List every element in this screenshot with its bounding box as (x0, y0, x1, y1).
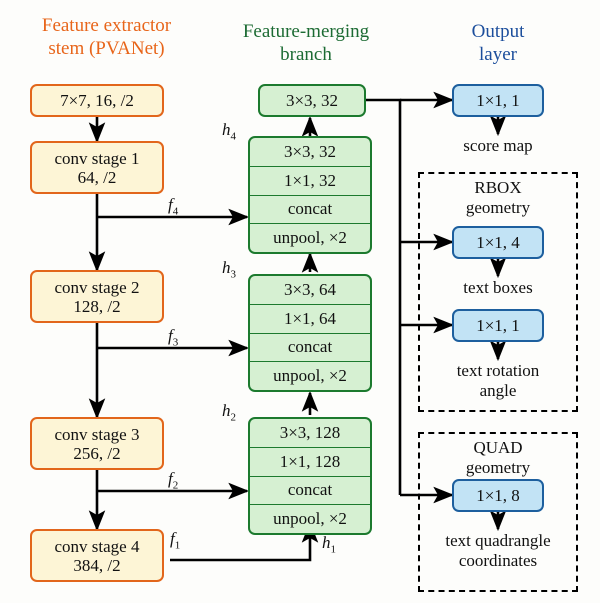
merge-label-h2-base: h (222, 401, 231, 420)
output-text-quadrangle-caption-line1: text quadrangle (445, 531, 551, 550)
merge-label-h2: h2 (222, 401, 236, 423)
conv-stage-1-line1: conv stage 1 (54, 148, 140, 168)
merge-label-h2-sub: 2 (230, 411, 237, 424)
conv-stage-4-line2: 384, /2 (73, 555, 121, 575)
feature-label-f2: f2 (168, 469, 178, 491)
column-title-output: Output layer (418, 20, 578, 66)
output-text-boxes-box: 1×1, 4 (452, 226, 544, 259)
feature-label-f1-sub: 1 (174, 539, 181, 552)
stem-conv7x7-label: 7×7, 16, /2 (60, 91, 134, 110)
output-text-rotation-label: 1×1, 1 (476, 315, 520, 335)
conv-stage-2-box: conv stage 2 128, /2 (30, 270, 164, 323)
output-score-map-box: 1×1, 1 (452, 84, 544, 117)
rbox-geometry-title-line2: geometry (465, 198, 531, 217)
conv-stage-3-line1: conv stage 3 (54, 424, 140, 444)
rbox-geometry-group (418, 172, 578, 412)
merge-label-h4-base: h (222, 120, 231, 139)
merge-h3-row-conv3x3: 3×3, 64 (250, 276, 370, 305)
merge-final-conv-box: 3×3, 32 (258, 84, 366, 117)
merge-h2-row-unpool: unpool, ×2 (273, 509, 347, 529)
conv-stage-1-box: conv stage 1 64, /2 (30, 141, 164, 194)
merge-final-conv-label: 3×3, 32 (285, 90, 339, 110)
merge-label-h3: h3 (222, 258, 236, 280)
output-text-rotation-box: 1×1, 1 (452, 309, 544, 342)
column-title-merge: Feature-merging branch (222, 20, 390, 66)
quad-geometry-title-line1: QUAD (473, 438, 523, 457)
merge-h4-row-conv3x3: 3×3, 32 (250, 138, 370, 167)
feature-label-f4: f4 (168, 195, 178, 217)
conv-stage-3-box: conv stage 3 256, /2 (30, 417, 164, 470)
column-title-stem-line2: stem (PVANet) (48, 38, 165, 59)
conv-stage-3-line2: 256, /2 (73, 443, 121, 463)
output-text-quadrangle-box: 1×1, 8 (452, 479, 544, 512)
conv-stage-4-box: conv stage 4 384, /2 (30, 529, 164, 582)
conv-stage-2-line1: conv stage 2 (54, 277, 140, 297)
merge-group-h3: 3×3, 64 1×1, 64 concat unpool, ×2 (248, 274, 372, 392)
merge-label-h3-base: h (222, 258, 231, 277)
output-text-quadrangle-caption-line2: coordinates (458, 551, 538, 570)
feature-label-f4-sub: 4 (172, 205, 179, 218)
merge-h3-row-unpool: unpool, ×2 (273, 366, 347, 386)
output-score-map-label: 1×1, 1 (476, 90, 520, 110)
output-text-quadrangle-caption: text quadrangle coordinates (420, 531, 576, 571)
feature-label-f2-base: f (168, 469, 173, 488)
feature-label-f4-base: f (168, 195, 173, 214)
merge-label-h3-sub: 3 (230, 268, 237, 281)
feature-label-f3-base: f (168, 326, 173, 345)
merge-label-h1: h1 (322, 533, 336, 555)
column-title-output-line1: Output (471, 21, 525, 42)
output-text-boxes-caption-text: text boxes (463, 278, 533, 297)
merge-h2-row-concat: concat (250, 477, 370, 506)
output-text-boxes-label: 1×1, 4 (476, 232, 520, 252)
quad-geometry-title-line2: geometry (465, 458, 531, 477)
merge-label-h1-base: h (322, 533, 331, 552)
output-text-rotation-caption-line1: text rotation (456, 361, 540, 380)
column-title-stem: Feature extractor stem (PVANet) (4, 14, 209, 60)
column-title-output-line2: layer (479, 44, 517, 65)
quad-geometry-group (418, 432, 578, 592)
merge-h2-row-conv3x3: 3×3, 128 (250, 419, 370, 448)
feature-label-f2-sub: 2 (172, 479, 179, 492)
conv-stage-1-line2: 64, /2 (77, 167, 117, 187)
merge-group-h4: 3×3, 32 1×1, 32 concat unpool, ×2 (248, 136, 372, 254)
conv-stage-4-line1: conv stage 4 (54, 536, 140, 556)
merge-group-h2: 3×3, 128 1×1, 128 concat unpool, ×2 (248, 417, 372, 535)
merge-label-h1-sub: 1 (330, 543, 337, 556)
merge-h4-row-unpool: unpool, ×2 (273, 228, 347, 248)
output-text-quadrangle-label: 1×1, 8 (476, 485, 520, 505)
merge-label-h4: h4 (222, 120, 236, 142)
output-score-map-caption: score map (428, 136, 568, 156)
feature-label-f3-sub: 3 (172, 336, 179, 349)
merge-label-h4-sub: 4 (230, 130, 237, 143)
merge-h4-row-conv1x1: 1×1, 32 (250, 167, 370, 196)
merge-h3-row-concat: concat (250, 334, 370, 363)
feature-label-f3: f3 (168, 326, 178, 348)
feature-label-f1: f1 (170, 529, 180, 551)
output-score-map-caption-text: score map (463, 136, 533, 155)
stem-conv7x7-box: 7×7, 16, /2 (30, 84, 164, 117)
column-title-merge-line2: branch (280, 44, 332, 65)
output-text-boxes-caption: text boxes (428, 278, 568, 298)
rbox-geometry-title-line1: RBOX (474, 178, 522, 197)
feature-label-f1-base: f (170, 529, 175, 548)
output-text-rotation-caption-line2: angle (479, 381, 517, 400)
rbox-geometry-title: RBOX geometry (418, 178, 578, 218)
column-title-stem-line1: Feature extractor (41, 15, 172, 36)
merge-h3-row-conv1x1: 1×1, 64 (250, 305, 370, 334)
output-text-rotation-caption: text rotation angle (424, 361, 572, 401)
merge-h4-row-concat: concat (250, 196, 370, 225)
merge-h2-row-conv1x1: 1×1, 128 (250, 448, 370, 477)
conv-stage-2-line2: 128, /2 (73, 296, 121, 316)
column-title-merge-line1: Feature-merging (242, 21, 370, 42)
quad-geometry-title: QUAD geometry (418, 438, 578, 478)
